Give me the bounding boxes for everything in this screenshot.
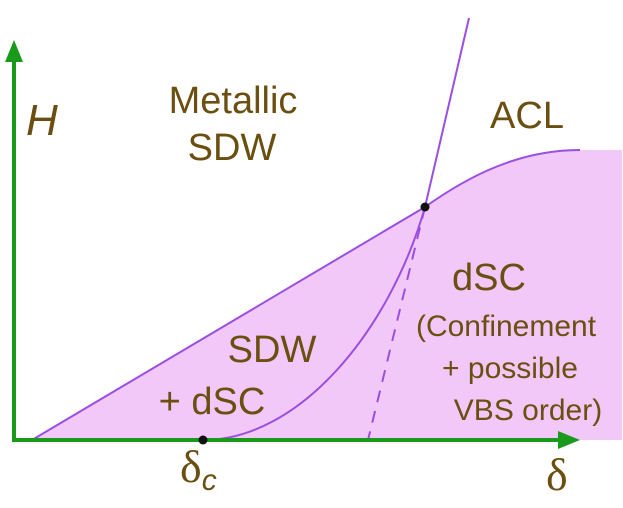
dashed-crossover-line [367,206,426,441]
delta-c-subscript: c [202,464,217,497]
sdw-boundary-curve [202,206,426,441]
x-axis-arrow-icon [558,431,580,449]
critical-point-delta-c [198,435,208,445]
multicritical-point [420,202,430,212]
region-metallic-sdw-line2: SDW [188,127,277,169]
delta-c-label: δc [180,441,217,497]
y-axis-label: H [26,96,58,145]
region-dsc-detail-line3: VBS order) [454,394,602,427]
region-sdw-dsc-line1: SDW [228,329,317,371]
region-dsc-title: dSC [452,257,526,299]
x-axis-label: δ [546,449,568,500]
region-dsc-detail-line1: (Confinement [416,310,597,343]
region-acl: ACL [490,95,564,137]
region-dsc-detail-line2: + possible [442,352,578,385]
region-metallic-sdw-line1: Metallic [169,80,298,122]
upper-phase-boundary [31,149,581,441]
region-sdw-dsc-line2: + dSC [159,381,266,423]
y-axis-arrow-icon [5,40,23,62]
delta-c-symbol: δ [180,441,202,492]
superconducting-region [32,150,622,440]
acl-boundary-line [424,17,470,208]
